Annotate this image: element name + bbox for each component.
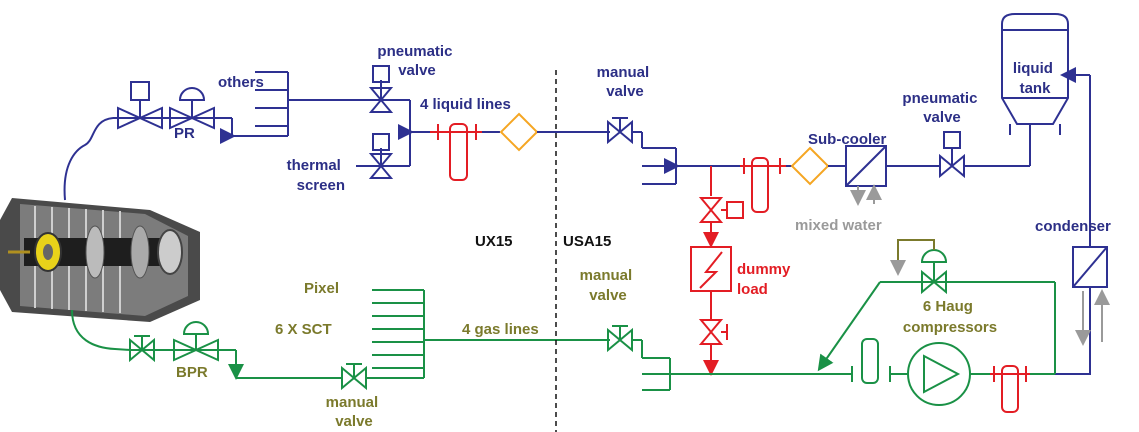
label-pneumatic-valve-left: pneumatic valve bbox=[377, 43, 456, 79]
label-manual-valve-mid: manual valve bbox=[580, 267, 637, 304]
wire-to-pr bbox=[63, 117, 114, 201]
label-manual-valve-top: manual valve bbox=[597, 64, 654, 100]
label-compressors: 6 Haug compressors bbox=[903, 298, 997, 336]
dummy-load-branch bbox=[690, 166, 744, 376]
others-manifold bbox=[255, 71, 358, 136]
compressor-line bbox=[670, 239, 1056, 413]
gas-manifold bbox=[372, 289, 671, 391]
left-valves bbox=[356, 65, 430, 179]
label-mixed-water: mixed water bbox=[795, 217, 882, 234]
detector-image bbox=[0, 198, 200, 322]
bpr-assembly bbox=[129, 321, 424, 391]
label-pixel: Pixel bbox=[304, 280, 339, 297]
condenser bbox=[1055, 67, 1110, 375]
label-sub-cooler: Sub-cooler bbox=[808, 131, 887, 148]
pr-assembly bbox=[113, 81, 288, 144]
label-liquid-lines: 4 liquid lines bbox=[420, 96, 511, 113]
label-ux15: UX15 bbox=[475, 233, 513, 250]
label-others: others bbox=[218, 74, 264, 91]
label-pr: PR bbox=[174, 125, 195, 142]
label-dummy-load: dummy load bbox=[737, 261, 795, 298]
left-filter bbox=[430, 112, 610, 181]
label-manual-valve-bottom: manual valve bbox=[326, 394, 383, 430]
label-sct: 6 X SCT bbox=[275, 321, 332, 338]
label-usa15: USA15 bbox=[563, 233, 611, 250]
wire-to-bpr bbox=[71, 309, 131, 351]
label-condenser: condenser bbox=[1035, 218, 1111, 235]
label-gas-lines: 4 gas lines bbox=[462, 321, 539, 338]
label-liquid-tank: liquid tank bbox=[1013, 60, 1057, 97]
manual-valve-top bbox=[607, 117, 677, 185]
label-bpr: BPR bbox=[176, 364, 208, 381]
label-pneumatic-valve-right: pneumatic valve bbox=[902, 90, 981, 126]
label-thermal-screen: thermal screen bbox=[287, 157, 345, 194]
liquid-return-line bbox=[664, 124, 1031, 213]
